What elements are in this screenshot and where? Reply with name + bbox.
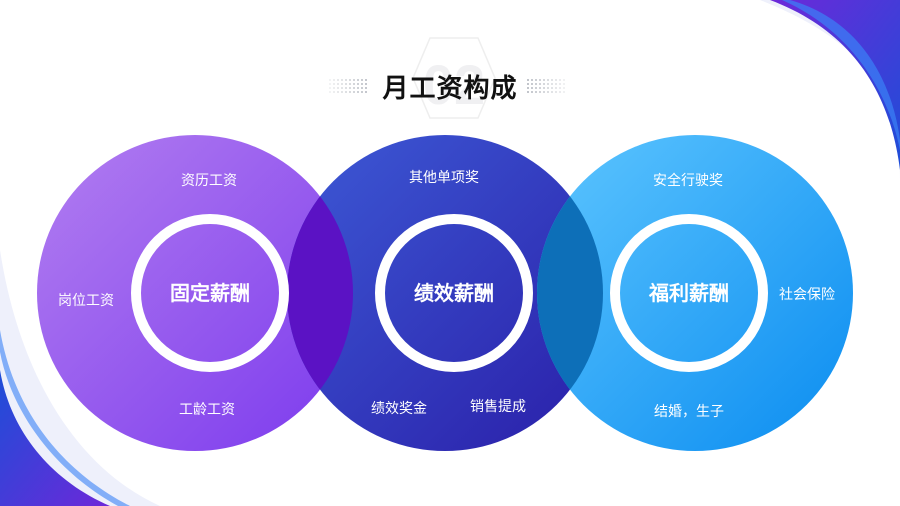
item-marriage-birth: 结婚，生子 bbox=[654, 404, 724, 420]
section-number-watermark: 02 bbox=[423, 53, 485, 116]
center-label-performance-pay: 绩效薪酬 bbox=[414, 281, 494, 305]
center-label-fixed-pay: 固定薪酬 bbox=[170, 281, 250, 305]
circle-performance-pay bbox=[287, 135, 603, 451]
page-title: 月工资构成 bbox=[382, 74, 518, 104]
item-sales-commission: 销售提成 bbox=[470, 399, 526, 415]
item-service-years-wage: 工龄工资 bbox=[179, 402, 235, 418]
title-dots-right bbox=[527, 79, 565, 93]
item-safe-driving-bonus: 安全行驶奖 bbox=[653, 173, 723, 189]
title-hexagon-decor bbox=[412, 37, 496, 119]
circle-fixed-pay bbox=[37, 135, 353, 451]
item-position-wage: 岗位工资 bbox=[58, 293, 114, 309]
item-other-bonus: 其他单项奖 bbox=[409, 170, 479, 186]
center-label-welfare-pay: 福利薪酬 bbox=[649, 281, 729, 305]
corner-swoosh-bottom-left-line bbox=[0, 330, 130, 506]
item-performance-bonus: 绩效奖金 bbox=[371, 401, 427, 417]
corner-swoosh-top-right-line bbox=[782, 0, 900, 150]
ring-fixed-pay bbox=[131, 214, 289, 372]
ring-welfare-pay bbox=[610, 214, 768, 372]
corner-swoosh-bottom-left bbox=[0, 370, 110, 506]
item-seniority-wage: 资历工资 bbox=[181, 173, 237, 189]
item-social-insurance: 社会保险 bbox=[779, 287, 835, 303]
circle-welfare-pay bbox=[537, 135, 853, 451]
corner-swoosh-top-right bbox=[770, 0, 900, 170]
title-dots-left bbox=[329, 79, 367, 93]
ring-performance-pay bbox=[375, 214, 533, 372]
bg-decor-bottom-left bbox=[0, 250, 160, 506]
